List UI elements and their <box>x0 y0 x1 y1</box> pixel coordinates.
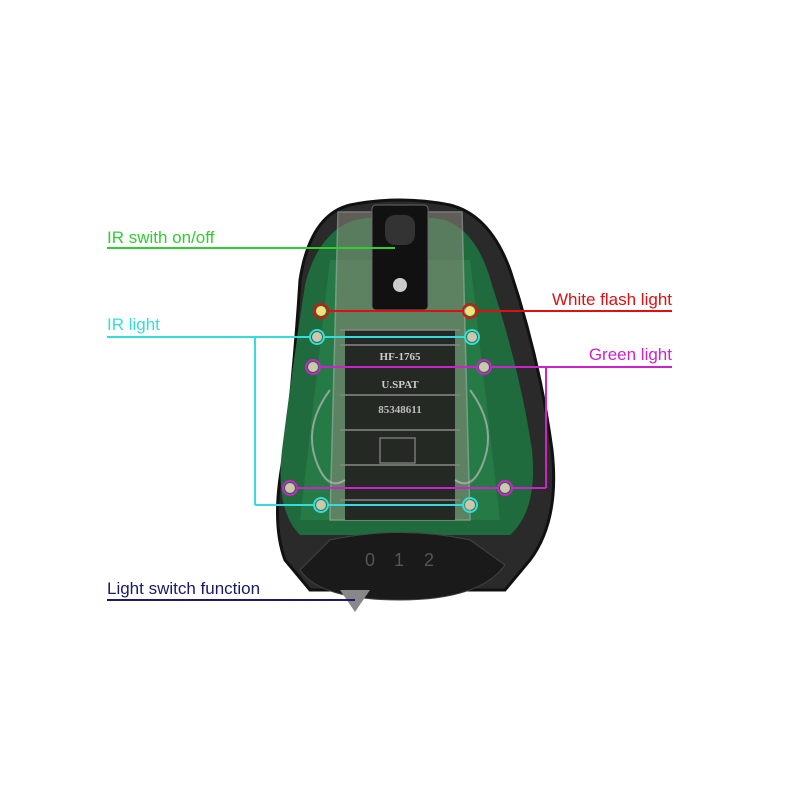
green-light-leader <box>282 359 672 496</box>
ir-led <box>467 332 477 342</box>
green-led <box>500 483 510 493</box>
label-ir-switch: IR swith on/off <box>107 228 215 247</box>
label-green-light: Green light <box>588 345 672 364</box>
white-flash-leader <box>313 303 672 319</box>
switch-position-0[interactable]: 0 <box>365 550 375 570</box>
green-led <box>479 362 489 372</box>
green-led <box>308 362 318 372</box>
label-ir-light: IR light <box>107 315 160 334</box>
switch-position-1[interactable]: 1 <box>394 550 404 570</box>
label-light-switch: Light switch function <box>107 579 261 598</box>
white-led <box>316 306 326 316</box>
ir-led <box>465 500 475 510</box>
ir-led <box>312 332 322 342</box>
ir-light-leader <box>107 329 480 513</box>
white-led <box>465 306 475 316</box>
light-switch-dial <box>299 532 506 601</box>
label-white-flash: White flash light <box>552 290 672 309</box>
switch-position-2[interactable]: 2 <box>424 550 434 570</box>
green-led <box>285 483 295 493</box>
model-text: HF-1765 <box>380 351 421 363</box>
ir-led <box>316 500 326 510</box>
patent-text: U.SPAT <box>381 379 419 391</box>
led-group <box>285 306 510 510</box>
number-text: 85348611 <box>378 404 421 416</box>
